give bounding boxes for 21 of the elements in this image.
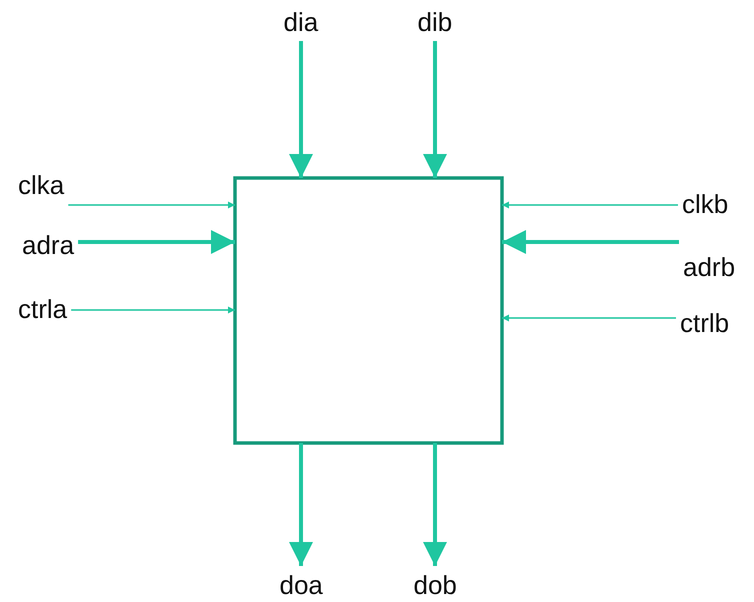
arrow — [502, 230, 679, 254]
arrow — [423, 41, 447, 178]
arrow — [502, 314, 676, 322]
arrow — [68, 201, 235, 209]
arrow — [71, 306, 235, 314]
signal-label: dib — [418, 7, 452, 37]
signal-label: dia — [284, 7, 318, 37]
block-box — [233, 176, 504, 445]
arrow — [289, 443, 313, 566]
arrow — [423, 443, 447, 566]
arrow — [289, 41, 313, 178]
arrow — [502, 201, 678, 209]
signal-label: clkb — [682, 189, 728, 219]
signal-label: adrb — [683, 252, 736, 282]
signal-label: clka — [18, 170, 64, 200]
signal-label: ctrlb — [680, 308, 730, 338]
signal-label: ctrla — [18, 294, 68, 324]
signal-label: doa — [280, 570, 323, 600]
signal-label: dob — [414, 570, 457, 600]
arrow — [78, 230, 235, 254]
signal-label: adra — [22, 230, 74, 260]
